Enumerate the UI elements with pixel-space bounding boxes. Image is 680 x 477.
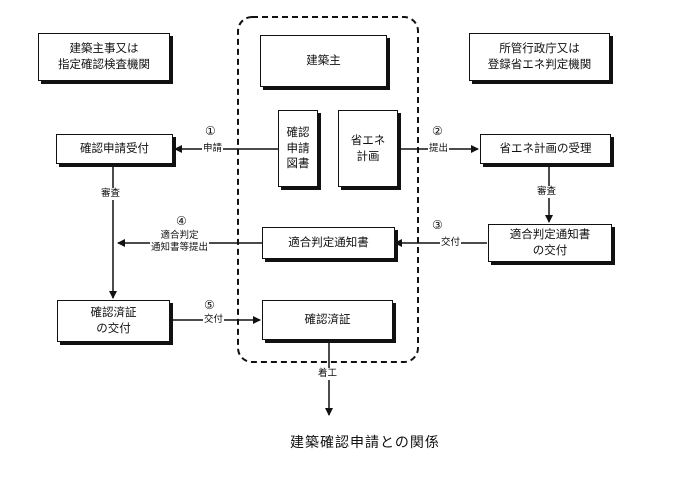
notice-issue-right-text: 適合判定通知書 の交付	[509, 227, 591, 257]
energy-receipt-text: 省エネ計画の受理	[499, 141, 592, 156]
diagram-caption: 建築確認申請との関係	[290, 435, 440, 451]
label-review-left: 審査	[101, 188, 121, 200]
notice-issue-right-box: 適合判定通知書 の交付	[488, 224, 612, 262]
owner-box: 建築主	[260, 35, 387, 87]
certificate-owner-box: 確認済証	[262, 300, 393, 340]
owner-text: 建築主	[306, 53, 341, 68]
header-right-box: 所管行政庁又は 登録省エネ判定機関	[469, 33, 610, 81]
energy-plan-text: 省エネ 計画	[350, 132, 386, 163]
header-right-text: 所管行政庁又は 登録省エネ判定機関	[487, 41, 592, 71]
confirm-receipt-text: 確認申請受付	[80, 141, 149, 156]
step-number-5: ⑤	[204, 298, 215, 312]
owner-dashed-boundary	[237, 16, 419, 363]
energy-plan-box: 省エネ 計画	[338, 110, 398, 187]
label-issue-right: 交付	[440, 237, 462, 249]
label-apply: 申請	[202, 143, 224, 155]
conformity-notice-box: 適合判定通知書	[262, 227, 395, 259]
energy-receipt-box: 省エネ計画の受理	[480, 134, 611, 164]
step-number-2: ②	[432, 124, 443, 138]
label-notice-submit: 適合判定 通知書等提出	[150, 230, 210, 254]
label-start: 着工	[317, 368, 339, 380]
label-issue-cert: 交付	[203, 314, 225, 326]
header-left-box: 建築主事又は 指定確認検査機関	[38, 33, 170, 81]
header-left-text: 建築主事又は 指定確認検査機関	[58, 41, 150, 71]
step-number-3: ③	[432, 218, 443, 232]
confirm-receipt-box: 確認申請受付	[56, 134, 173, 164]
label-review-right: 審査	[537, 186, 557, 198]
certificate-issue-left-text: 確認済証 の交付	[90, 305, 137, 335]
certificate-owner-text: 確認済証	[304, 312, 351, 327]
confirm-documents-box: 確認 申請 図書	[278, 110, 318, 187]
label-submit: 提出	[428, 143, 450, 155]
step-number-1: ①	[205, 124, 216, 138]
confirm-documents-text: 確認 申請 図書	[286, 125, 310, 171]
conformity-notice-text: 適合判定通知書	[288, 235, 369, 250]
certificate-issue-left-box: 確認済証 の交付	[57, 300, 170, 342]
step-number-4: ④	[176, 214, 187, 228]
